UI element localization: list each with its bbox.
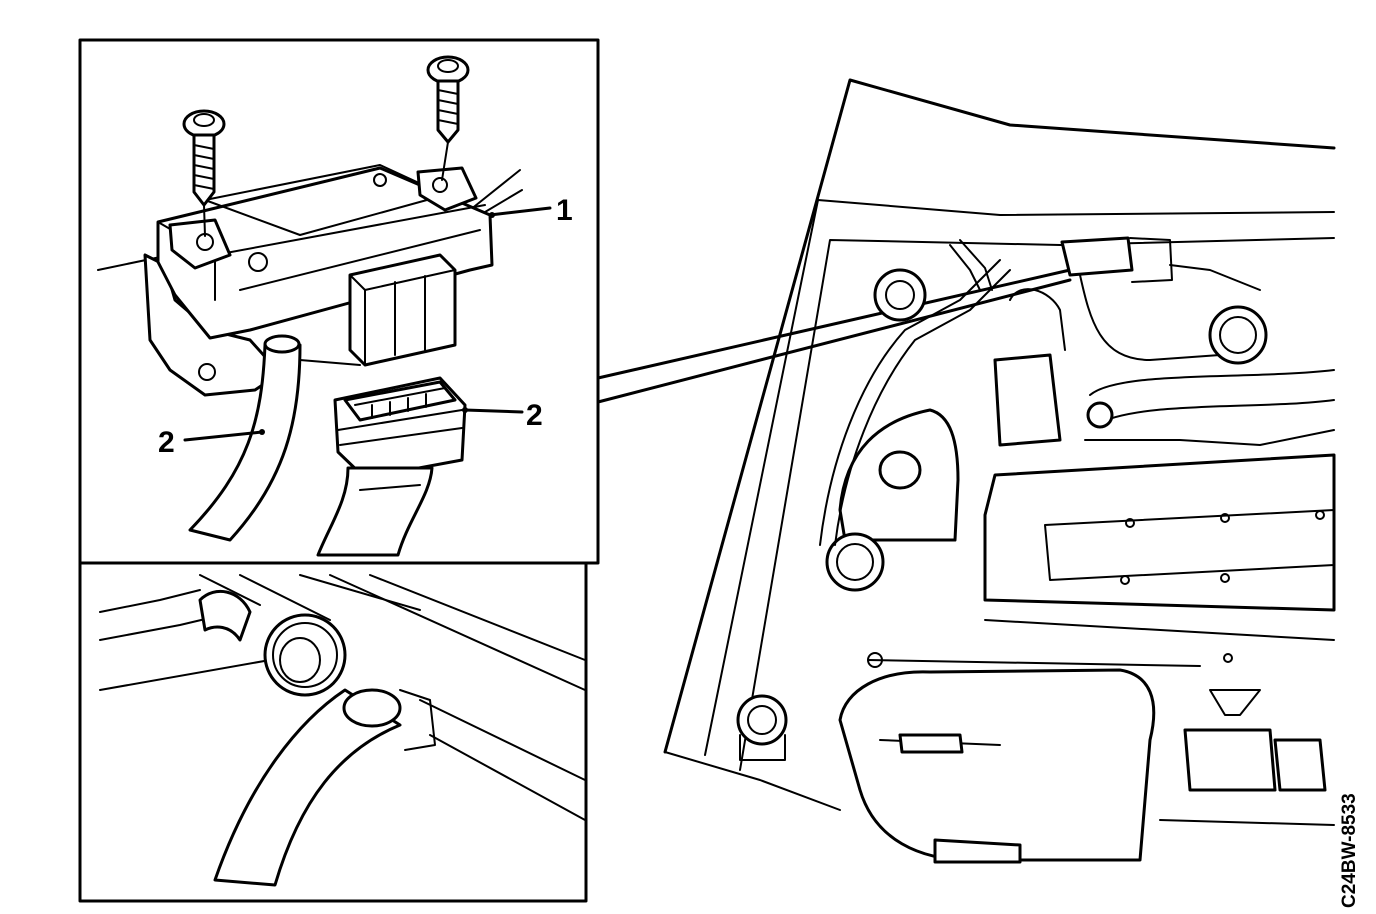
engine-bay-overview	[663, 78, 1336, 864]
harness-connector	[316, 376, 467, 557]
harness-hose	[188, 343, 302, 542]
mounting-screw-right	[426, 55, 470, 181]
mounting-screw-left	[182, 109, 226, 237]
callout-label-2-hose: 2	[158, 426, 175, 459]
grommet	[263, 613, 347, 697]
figure-code: C24BW-8533	[1339, 793, 1360, 908]
module-socket	[348, 253, 457, 367]
wiring-cable	[213, 688, 402, 887]
module-location	[1060, 236, 1134, 277]
module-detail-inset	[97, 55, 552, 557]
inset-frames	[78, 38, 600, 903]
callout-label-2-connector: 2	[526, 399, 543, 432]
grommet-detail-inset	[99, 574, 586, 887]
callout-label-1: 1	[556, 194, 573, 227]
